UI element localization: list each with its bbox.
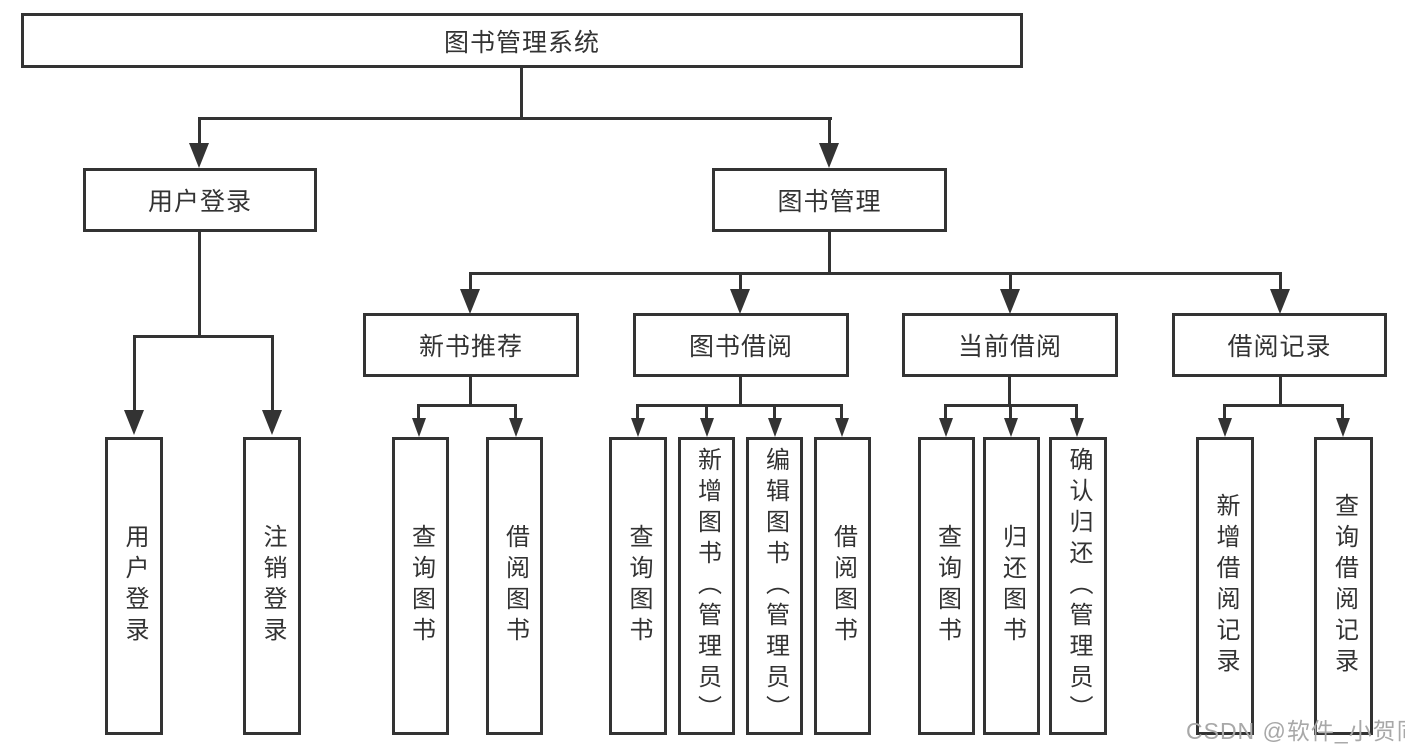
arrow-down-icon (1000, 289, 1020, 314)
leaf-confirm-return-admin: 确认归还（管理员） (1049, 437, 1107, 735)
node-book-borrow: 图书借阅 (633, 313, 849, 377)
node-book-management-label: 图书管理 (777, 188, 882, 216)
leaf-edit-books-admin: 编辑图书（管理员） (746, 437, 803, 735)
arrow-down-icon (189, 143, 209, 168)
connector-line (469, 272, 1282, 275)
leaf-query-books-borrow: 查询图书 (609, 437, 667, 735)
connector-line (1223, 404, 1344, 407)
connector-line (514, 404, 517, 420)
leaf-user-login-label: 用户登录 (121, 524, 148, 648)
connector-line (739, 377, 742, 406)
connector-line (133, 335, 136, 411)
arrow-down-icon (1218, 418, 1232, 437)
leaf-add-borrow-record: 新增借阅记录 (1196, 437, 1254, 735)
node-new-book-recommend: 新书推荐 (363, 313, 579, 377)
connector-line (1223, 404, 1226, 420)
connector-line (828, 117, 831, 145)
connector-line (1279, 272, 1282, 292)
leaf-query-books-recommend: 查询图书 (392, 437, 449, 735)
connector-line (1009, 272, 1012, 292)
arrow-down-icon (124, 410, 144, 435)
connector-line (1279, 377, 1282, 406)
connector-line (198, 232, 201, 336)
arrow-down-icon (768, 418, 782, 437)
connector-line (705, 404, 708, 420)
leaf-query-books-borrow-label: 查询图书 (625, 524, 652, 648)
node-borrow-records: 借阅记录 (1172, 313, 1387, 377)
connector-line (198, 117, 832, 120)
connector-line (133, 335, 274, 338)
leaf-add-borrow-record-label: 新增借阅记录 (1212, 493, 1239, 679)
arrow-down-icon (835, 418, 849, 437)
connector-line (773, 404, 776, 420)
leaf-query-books-recommend-label: 查询图书 (407, 524, 435, 648)
connector-line (417, 404, 420, 420)
connector-line (944, 404, 947, 420)
connector-line (271, 335, 274, 411)
leaf-return-books: 归还图书 (983, 437, 1040, 735)
node-root: 图书管理系统 (21, 13, 1023, 68)
node-borrow-records-label: 借阅记录 (1227, 333, 1332, 361)
leaf-query-borrow-record: 查询借阅记录 (1314, 437, 1373, 735)
csdn-watermark: CSDN @软件_小贺同学 (1186, 718, 1405, 744)
node-book-borrow-label: 图书借阅 (688, 333, 793, 361)
connector-line (417, 404, 517, 407)
leaf-add-books-admin-label: 新增图书（管理员） (693, 446, 721, 726)
arrow-down-icon (631, 418, 645, 437)
node-user-login-label: 用户登录 (147, 188, 252, 216)
leaf-query-borrow-record-label: 查询借阅记录 (1330, 493, 1358, 679)
leaf-borrow-books-recommend: 借阅图书 (486, 437, 543, 735)
connector-line (739, 272, 742, 292)
connector-line (520, 68, 523, 118)
leaf-logout: 注销登录 (243, 437, 301, 735)
connector-line (636, 404, 639, 420)
connector-line (1008, 377, 1011, 406)
arrow-down-icon (1070, 418, 1084, 437)
arrow-down-icon (700, 418, 714, 437)
arrow-down-icon (460, 289, 480, 314)
arrow-down-icon (509, 418, 523, 437)
connector-line (198, 117, 201, 145)
leaf-return-books-label: 归还图书 (998, 524, 1026, 648)
node-root-label: 图书管理系统 (443, 28, 600, 57)
leaf-edit-books-admin-label: 编辑图书（管理员） (761, 446, 789, 726)
connector-line (840, 404, 843, 420)
connector-line (469, 272, 472, 292)
connector-line (828, 232, 831, 275)
connector-line (1341, 404, 1344, 420)
leaf-query-books-current-label: 查询图书 (933, 524, 961, 648)
arrow-down-icon (1336, 418, 1350, 437)
arrow-down-icon (412, 418, 426, 437)
node-user-login: 用户登录 (83, 168, 317, 232)
connector-line (1075, 404, 1078, 420)
leaf-borrow-books-recommend-label: 借阅图书 (501, 524, 529, 648)
node-current-borrow: 当前借阅 (902, 313, 1118, 377)
connector-line (636, 404, 843, 407)
leaf-borrow-books: 借阅图书 (814, 437, 871, 735)
leaf-add-books-admin: 新增图书（管理员） (678, 437, 735, 735)
connector-line (469, 377, 472, 406)
leaf-confirm-return-admin-label: 确认归还（管理员） (1065, 446, 1092, 726)
arrow-down-icon (1004, 418, 1018, 437)
arrow-down-icon (262, 410, 282, 435)
leaf-borrow-books-label: 借阅图书 (829, 524, 857, 648)
leaf-query-books-current: 查询图书 (918, 437, 975, 735)
node-book-management: 图书管理 (712, 168, 947, 232)
arrow-down-icon (939, 418, 953, 437)
arrow-down-icon (819, 143, 839, 168)
arrow-down-icon (1270, 289, 1290, 314)
node-current-borrow-label: 当前借阅 (957, 333, 1062, 361)
leaf-user-login: 用户登录 (105, 437, 163, 735)
leaf-logout-label: 注销登录 (259, 524, 286, 648)
node-new-book-recommend-label: 新书推荐 (418, 333, 523, 361)
arrow-down-icon (730, 289, 750, 314)
connector-line (1009, 404, 1012, 420)
